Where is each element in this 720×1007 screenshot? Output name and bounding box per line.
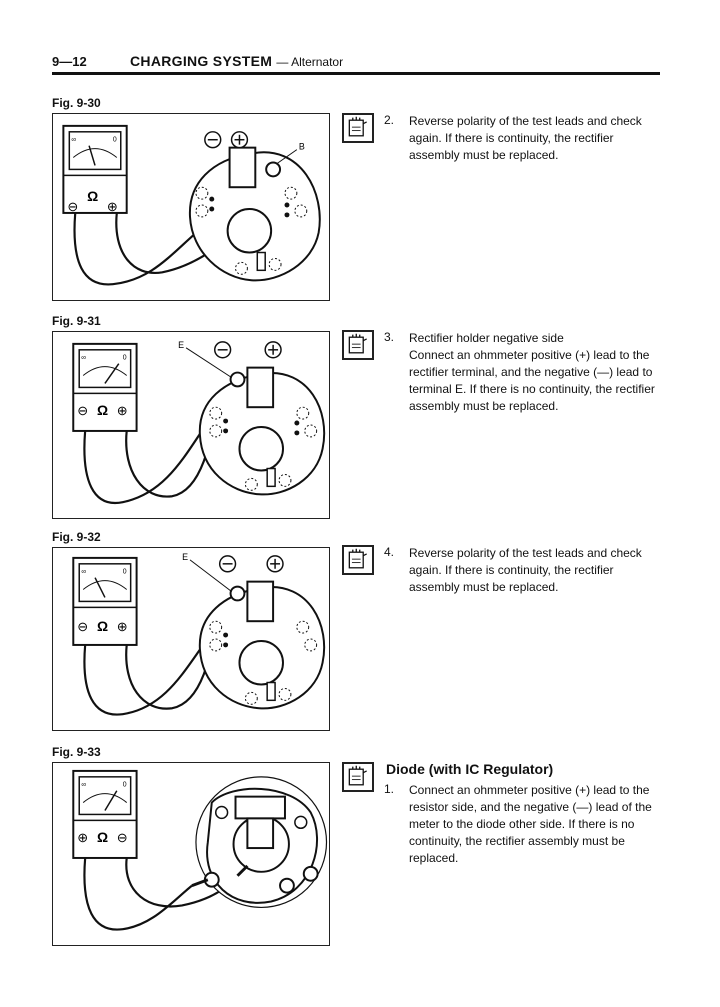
scale-infinity: ∞ (81, 569, 86, 576)
inspect-hand-icon (342, 330, 374, 360)
plus-terminal: ⊕ (107, 199, 118, 214)
page-header: 9—12 CHARGING SYSTEM — Alternator (52, 53, 660, 74)
inspect-hand-icon (342, 113, 374, 143)
minus-terminal: ⊖ (77, 403, 88, 418)
minus-terminal: ⊖ (67, 199, 78, 214)
figure-label: Fig. 9-33 (52, 745, 101, 759)
figure-label: Fig. 9-31 (52, 314, 101, 328)
ohmmeter-rectifier-diagram: ∞ 0 ⊖ Ω ⊕ B (62, 124, 321, 286)
step-text: Rectifier holder negative side Connect a… (409, 331, 655, 413)
scale-infinity: ∞ (81, 782, 86, 789)
ohmmeter-rectifier-diagram: ∞ 0 ⊖ Ω ⊕ E (72, 340, 326, 505)
minus-terminal: ⊖ (117, 830, 128, 845)
instruction-step: 3. Rectifier holder negative side Connec… (342, 330, 660, 420)
page-number: 9—12 (52, 54, 87, 69)
terminal-b-label: B (299, 142, 305, 152)
instruction-step: Diode (with IC Regulator) 1. Connect an … (342, 761, 660, 872)
plus-terminal: ⊕ (117, 403, 128, 418)
terminal-e-label: E (178, 340, 184, 350)
step-text: Reverse polarity of the test leads and c… (409, 546, 642, 594)
ohmmeter-diode-diagram: ∞ 0 ⊕ Ω ⊖ (72, 769, 328, 931)
inspect-hand-icon (342, 545, 374, 575)
ohm-symbol: Ω (97, 402, 108, 418)
figure-9-30: ∞ 0 ⊖ Ω ⊕ B (52, 113, 330, 301)
step-text: Connect an ohmmeter positive (+) lead to… (409, 783, 652, 865)
section-subtitle: — Alternator (276, 55, 344, 69)
step-text: Reverse polarity of the test leads and c… (409, 114, 642, 162)
figure-label: Fig. 9-32 (52, 530, 101, 544)
step-number: 4. (384, 545, 395, 559)
step-number: 1. (384, 782, 395, 796)
figure-9-31: ∞ 0 ⊖ Ω ⊕ E (52, 331, 330, 519)
scale-infinity: ∞ (71, 137, 76, 144)
step-number: 2. (384, 113, 395, 127)
instruction-step: 2. Reverse polarity of the test leads an… (342, 113, 660, 173)
terminal-e-label: E (182, 552, 188, 562)
scale-zero: 0 (123, 782, 127, 789)
scale-zero: 0 (123, 355, 127, 362)
figure-9-32: ∞ 0 ⊖ Ω ⊕ E (52, 547, 330, 731)
inspect-hand-icon (342, 762, 374, 792)
figure-9-33: ∞ 0 ⊕ Ω ⊖ (52, 762, 330, 946)
ohmmeter-rectifier-diagram: ∞ 0 ⊖ Ω ⊕ E (72, 552, 326, 716)
instruction-step: 4. Reverse polarity of the test leads an… (342, 545, 660, 605)
ohm-symbol: Ω (97, 618, 108, 634)
step-number: 3. (384, 330, 395, 344)
scale-infinity: ∞ (81, 355, 86, 362)
minus-terminal: ⊖ (77, 619, 88, 634)
plus-terminal: ⊕ (117, 619, 128, 634)
figure-label: Fig. 9-30 (52, 96, 101, 110)
scale-zero: 0 (113, 137, 117, 144)
scale-zero: 0 (123, 569, 127, 576)
header-rule (52, 72, 660, 75)
section-title: CHARGING SYSTEM — Alternator (130, 53, 343, 69)
plus-terminal: ⊕ (77, 830, 88, 845)
ohm-symbol: Ω (97, 829, 108, 845)
subsection-heading: Diode (with IC Regulator) (386, 761, 554, 777)
ohm-symbol: Ω (87, 188, 98, 204)
section-title-main: CHARGING SYSTEM (130, 53, 273, 69)
